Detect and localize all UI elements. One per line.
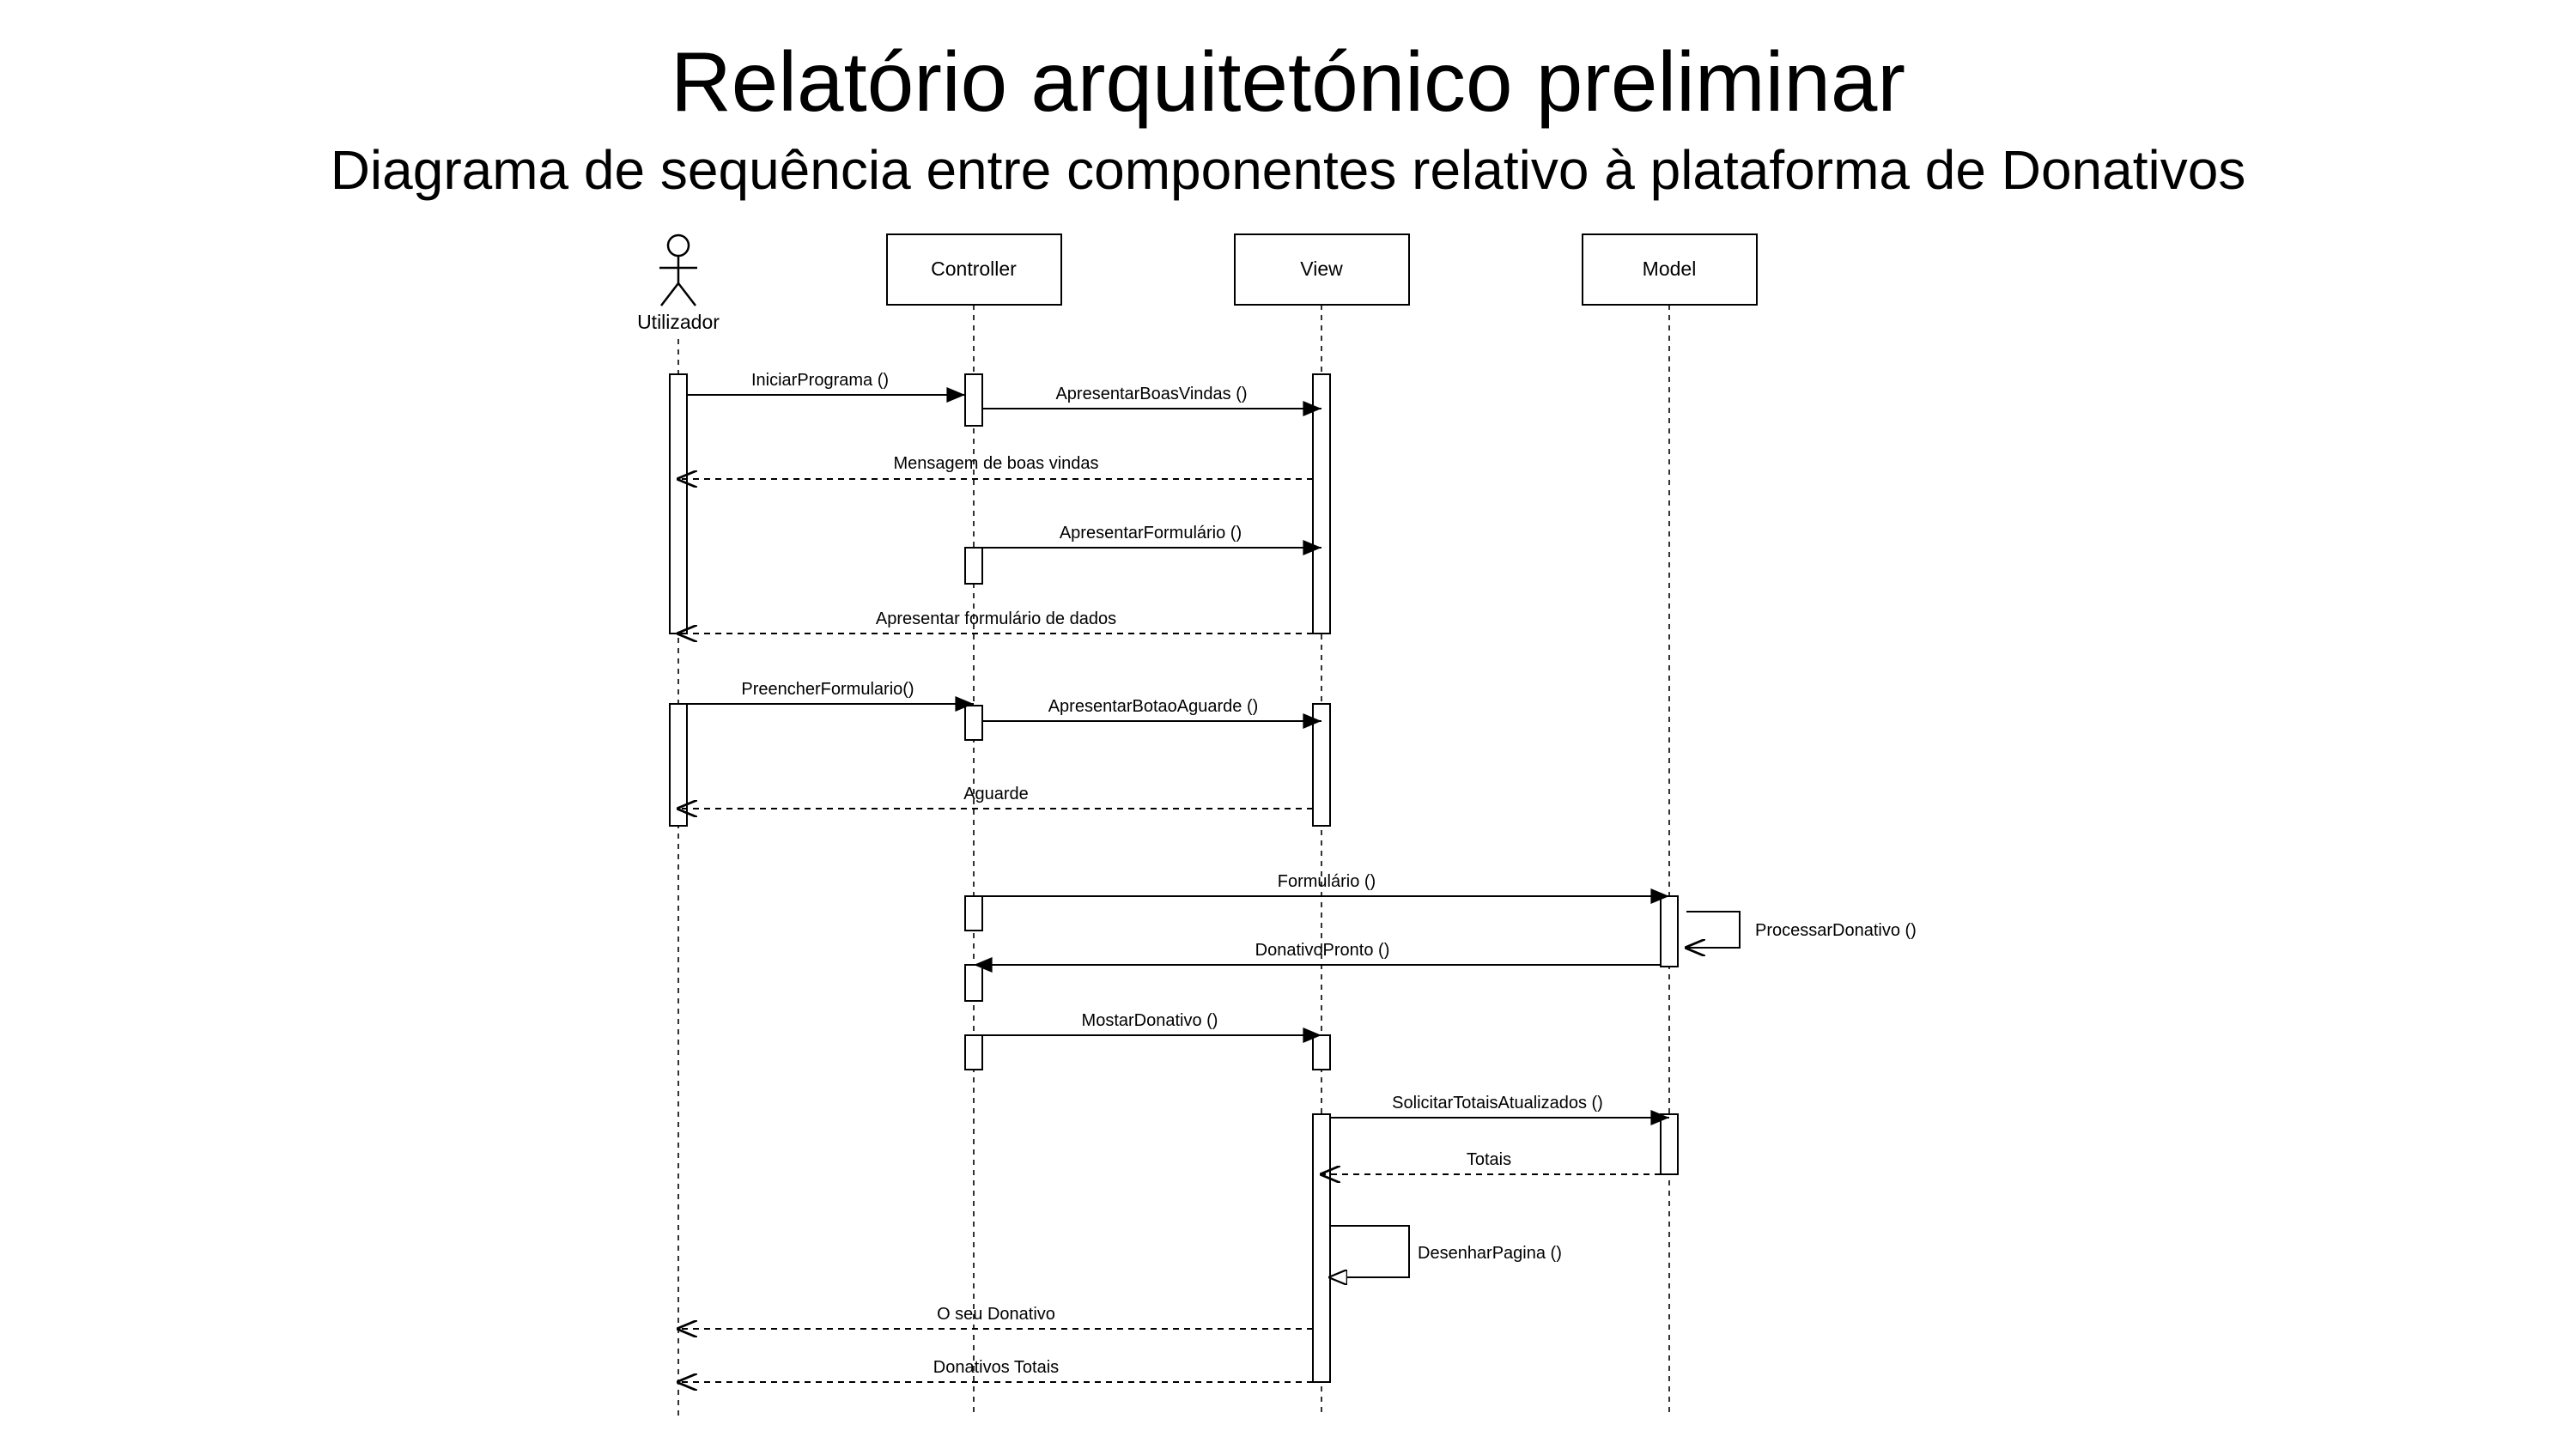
message-label: ProcessarDonativo () <box>1755 921 1917 940</box>
message-label: ApresentarBoasVindas () <box>1055 385 1247 403</box>
activation-view-3 <box>1312 1034 1331 1070</box>
activation-controller-6 <box>964 1034 983 1070</box>
message-label: IniciarPrograma () <box>751 371 889 390</box>
arrow-processar-donativo <box>1686 911 1741 948</box>
controller-label: Controller <box>931 258 1017 280</box>
activation-controller-1 <box>964 373 983 427</box>
activation-model-2 <box>1660 1113 1679 1175</box>
message-label: MostarDonativo () <box>1082 1011 1218 1030</box>
arrow-desenhar-pagina <box>1330 1225 1410 1277</box>
activation-view-1 <box>1312 373 1331 634</box>
message-label: ApresentarBotaoAguarde () <box>1048 697 1259 716</box>
message-label: Totais <box>1467 1150 1511 1169</box>
activation-controller-5 <box>964 964 983 1002</box>
message-label: Mensagem de boas vindas <box>893 454 1098 473</box>
activation-model-1 <box>1660 895 1679 967</box>
page-title: Relatório arquitetónico preliminar <box>670 34 1906 129</box>
activation-view-4 <box>1312 1113 1331 1383</box>
message-label: DonativoPronto () <box>1255 941 1390 960</box>
actor-leg-right <box>677 282 696 306</box>
message-label: SolicitarTotaisAtualizados () <box>1392 1094 1603 1113</box>
message-label: Aguarde <box>963 785 1029 803</box>
message-label: Formulário () <box>1278 872 1376 891</box>
activation-utilizador-2 <box>669 703 688 827</box>
view-label: View <box>1300 258 1343 280</box>
actor-head <box>666 233 690 258</box>
message-label: DesenharPagina () <box>1418 1244 1562 1263</box>
page-subtitle: Diagrama de sequência entre componentes … <box>330 139 2246 201</box>
model-box <box>1582 233 1758 306</box>
actor-utilizador <box>659 233 697 306</box>
model-label: Model <box>1643 258 1697 280</box>
message-label: Donativos Totais <box>933 1358 1059 1377</box>
actor-leg-left <box>660 282 679 306</box>
actor-label: Utilizador <box>637 311 720 333</box>
activation-controller-4 <box>964 895 983 931</box>
message-label: PreencherFormulario() <box>741 680 914 699</box>
activation-controller-2 <box>964 547 983 585</box>
message-label: Apresentar formulário de dados <box>876 609 1116 628</box>
activation-utilizador-1 <box>669 373 688 634</box>
activation-controller-3 <box>964 705 983 741</box>
message-label: ApresentarFormulário () <box>1060 524 1242 543</box>
message-label: O seu Donativo <box>937 1305 1055 1324</box>
activation-view-2 <box>1312 703 1331 827</box>
controller-box <box>886 233 1062 306</box>
